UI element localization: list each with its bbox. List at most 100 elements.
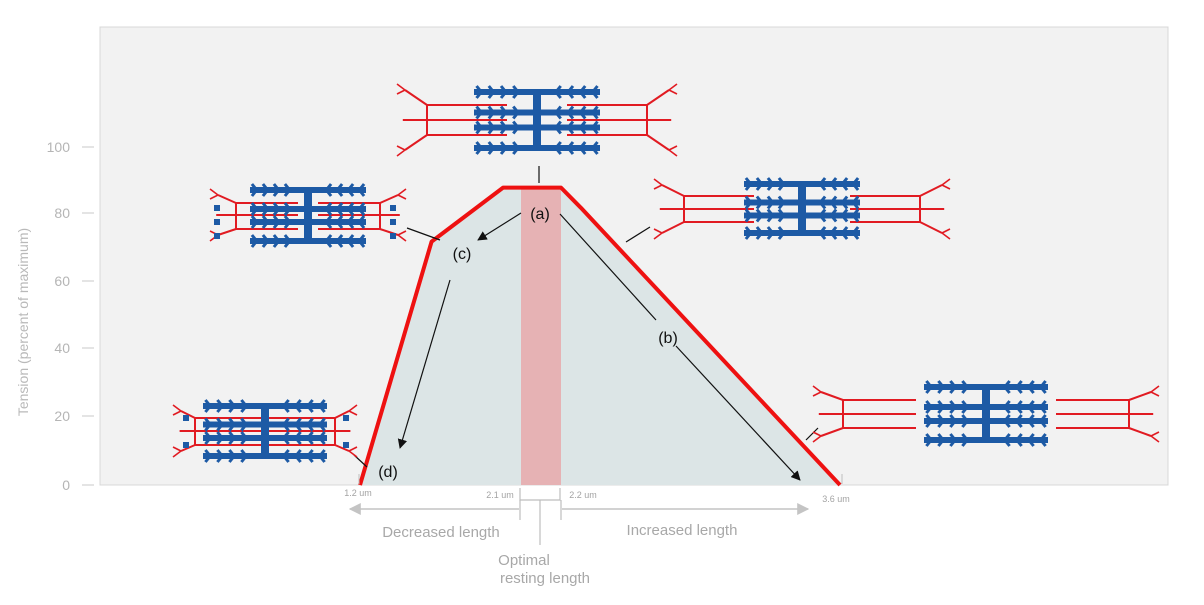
myosin-head <box>305 399 314 413</box>
myosin-end <box>343 442 349 448</box>
myosin-head <box>1014 433 1023 447</box>
myosin-head <box>1026 433 1035 447</box>
myosin-head <box>851 226 860 240</box>
myosin-head <box>487 105 496 120</box>
myosin-head <box>317 417 326 432</box>
myosin-head <box>766 226 775 240</box>
myosin-head <box>305 431 314 445</box>
z-line-tip <box>812 431 822 443</box>
z-line <box>661 184 685 197</box>
z-line <box>379 194 399 204</box>
myosin-head <box>937 400 946 414</box>
z-line <box>404 89 428 106</box>
myosin-end <box>390 219 396 225</box>
sarcomere-icon-b <box>653 177 951 240</box>
myosin-head <box>293 449 302 463</box>
myosin-head <box>829 195 838 210</box>
myosin-head <box>487 120 496 135</box>
myosin-head <box>272 234 281 248</box>
myosin-head <box>293 431 302 445</box>
myosin-head <box>240 417 249 432</box>
myosin-head <box>566 85 575 99</box>
optimal-label-line1: Optimal <box>498 552 550 569</box>
myosin-head <box>1026 380 1035 394</box>
z-line <box>820 391 844 401</box>
myosin-head <box>283 183 292 197</box>
myosin-head <box>1014 400 1023 414</box>
myosin-head <box>1002 400 1011 414</box>
myosin-head <box>818 226 827 240</box>
z-line <box>404 134 428 151</box>
decreased-length-label: Decreased length <box>382 524 500 541</box>
myosin-head <box>499 105 508 120</box>
myosin-head <box>228 449 237 463</box>
myosin-head <box>475 141 484 155</box>
optimal-length-band <box>521 187 561 485</box>
myosin-head <box>961 414 970 428</box>
myosin-head <box>829 208 838 223</box>
m-line <box>261 403 269 459</box>
myosin-head <box>840 208 849 223</box>
optimal-label-line2: resting length <box>500 570 590 587</box>
z-line <box>1128 391 1152 401</box>
myosin-head <box>357 202 366 216</box>
myosin-head <box>1038 380 1047 394</box>
myosin-head <box>261 183 270 197</box>
myosin-head <box>766 208 775 223</box>
myosin-end <box>183 442 189 448</box>
myosin-head <box>937 433 946 447</box>
myosin-head <box>475 105 484 120</box>
z-line-tip <box>941 178 951 190</box>
myosin-end <box>214 205 220 211</box>
myosin-head <box>512 85 520 99</box>
z-line-tip <box>397 230 407 242</box>
increased-length-label: Increased length <box>627 522 738 539</box>
myosin-head <box>283 234 292 248</box>
myosin-head <box>240 449 249 463</box>
myosin-head <box>261 234 270 248</box>
myosin-end <box>390 233 396 239</box>
m-line <box>533 89 541 151</box>
myosin-head <box>250 183 259 197</box>
z-line-tip <box>348 404 358 416</box>
myosin-head <box>961 380 970 394</box>
z-line <box>661 221 685 234</box>
optimal-bracket <box>519 488 562 545</box>
myosin-head <box>840 226 849 240</box>
z-line-tip <box>668 145 678 157</box>
myosin-head <box>317 449 326 463</box>
myosin-end <box>214 219 220 225</box>
myosin-head <box>744 208 753 223</box>
z-line-tip <box>396 83 406 95</box>
myosin-head <box>272 202 281 216</box>
sarcomere-icon-d <box>172 399 358 463</box>
myosin-head <box>305 449 314 463</box>
m-line <box>982 384 990 443</box>
myosin-head <box>766 195 775 210</box>
myosin-head <box>293 417 302 432</box>
myosin-head <box>335 183 344 197</box>
myosin-head <box>261 215 270 229</box>
myosin-head <box>324 234 333 248</box>
myosin-head <box>283 215 292 229</box>
myosin-head <box>324 215 333 229</box>
length-label-2: 2.1 um <box>486 490 514 500</box>
myosin-head <box>1038 400 1047 414</box>
z-line <box>646 134 670 151</box>
myosin-head <box>1014 380 1023 394</box>
label-c: (c) <box>453 246 472 263</box>
arrow-a-to-c <box>477 212 522 241</box>
area-under-curve <box>360 187 840 485</box>
myosin-head <box>357 183 366 197</box>
myosin-head <box>590 141 599 155</box>
myosin-head <box>204 431 213 445</box>
myosin-head <box>1026 414 1035 428</box>
myosin-head <box>317 431 326 445</box>
myosin-head <box>949 380 958 394</box>
myosin-head <box>293 399 302 413</box>
myosin-head <box>590 105 599 120</box>
myosin-end <box>390 205 396 211</box>
myosin-head <box>566 120 575 135</box>
myosin-head <box>755 208 764 223</box>
